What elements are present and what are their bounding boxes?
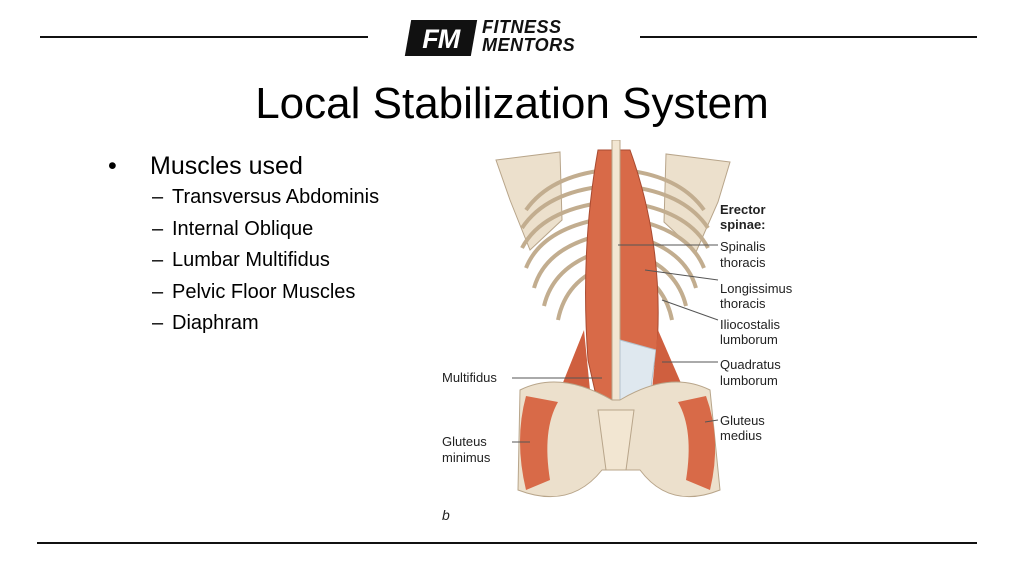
sub-item-text: Internal Oblique (172, 217, 314, 240)
label-spinalis-1: Spinalis (720, 239, 766, 254)
gluteus-medius-right (678, 396, 716, 490)
sub-item: –Transversus Abdominis (108, 182, 379, 214)
sub-item-text: Diaphram (172, 312, 259, 334)
anatomy-figure: Erector spinae: Spinalis thoracis Longis… (430, 140, 830, 535)
dash-icon: – (152, 312, 164, 334)
gluteus-medius-left (520, 396, 558, 490)
sub-item-text: Lumbar Multifidus (172, 249, 330, 271)
dash-icon: – (152, 280, 164, 303)
brand-logo: FM FITNESS MENTORS (404, 18, 604, 58)
scapula-left (495, 151, 563, 251)
label-spinae: spinae: (720, 217, 766, 232)
back-muscles-illustration (495, 140, 731, 498)
quadratus-lumborum-right (652, 330, 684, 390)
sub-item: –Diaphram (108, 308, 379, 340)
label-spinalis-2: thoracis (720, 255, 766, 270)
label-iliocostalis-1: Iliocostalis (720, 317, 780, 332)
label-iliocostalis-2: lumborum (720, 332, 778, 347)
brand-line2: MENTORS (482, 35, 576, 55)
header-rule-left (40, 36, 368, 38)
bullet-dot-icon: • (108, 152, 117, 180)
dash-icon: – (152, 217, 164, 240)
dash-icon: – (152, 249, 164, 271)
brand-mark-box: FM (404, 20, 478, 56)
label-longissimus-2: thoracis (720, 296, 766, 311)
label-longissimus-1: Longissimus (720, 281, 793, 296)
bullet-text: Muscles used (150, 152, 303, 180)
label-gluteus-minimus-1: Gluteus (442, 434, 487, 449)
label-erector: Erector (720, 202, 766, 217)
sub-item-text: Pelvic Floor Muscles (172, 280, 356, 303)
label-panel-b: b (442, 507, 450, 523)
brand-mark: FM (422, 24, 460, 54)
label-gluteus-medius-2: medius (720, 428, 762, 443)
quadratus-lumborum-left (560, 330, 590, 390)
sacrum (597, 409, 635, 471)
label-gluteus-minimus-2: minimus (442, 450, 491, 465)
leader-lines (512, 244, 719, 443)
footer-rule (37, 542, 977, 544)
sub-item: –Internal Oblique (108, 214, 379, 246)
bullet-list: •Muscles used –Transversus Abdominis –In… (108, 150, 379, 340)
label-gluteus-medius-1: Gluteus (720, 413, 765, 428)
bullet-item: • Muscles used (108, 150, 379, 182)
brand-line1: FITNESS (482, 17, 562, 37)
sub-item: –Lumbar Multifidus (108, 245, 379, 277)
slide-title: Local Stabilization System (255, 79, 769, 128)
label-multifidus: Multifidus (442, 370, 497, 385)
sub-item-text: Transversus Abdominis (172, 186, 380, 208)
spine (611, 140, 621, 441)
dash-icon: – (152, 186, 164, 208)
label-quadratus-1: Quadratus (720, 357, 781, 372)
label-quadratus-2: lumborum (720, 373, 778, 388)
header-rule-right (640, 36, 977, 38)
sub-item: –Pelvic Floor Muscles (108, 277, 379, 309)
brand-wordmark: FITNESS MENTORS (482, 18, 575, 54)
